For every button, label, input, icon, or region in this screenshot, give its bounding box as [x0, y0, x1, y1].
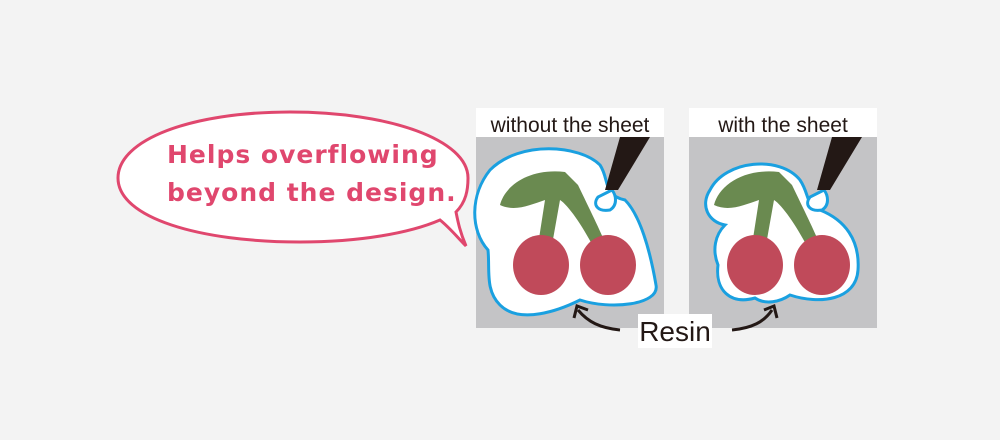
cherry [580, 235, 636, 295]
cherry [513, 235, 569, 295]
stem [500, 171, 606, 248]
panel-label: without the sheet [490, 114, 650, 137]
arrow-left-icon [576, 309, 621, 332]
callout-line-2: beyond the design. [167, 178, 457, 207]
speech-bubble: Helps overflowing beyond the design. [116, 110, 470, 248]
arrow-right-icon [731, 309, 774, 332]
stem [714, 171, 820, 248]
panel-label: with the sheet [717, 114, 848, 137]
resin-annotation: Resin [572, 303, 779, 348]
resin-label: Resin [639, 316, 711, 347]
cherry [727, 235, 783, 295]
cherry [794, 235, 850, 295]
callout-line-1: Helps overflowing [167, 140, 439, 169]
panel-with-sheet: with the sheet [689, 108, 877, 328]
panel-without-sheet: without the sheet [473, 108, 664, 328]
